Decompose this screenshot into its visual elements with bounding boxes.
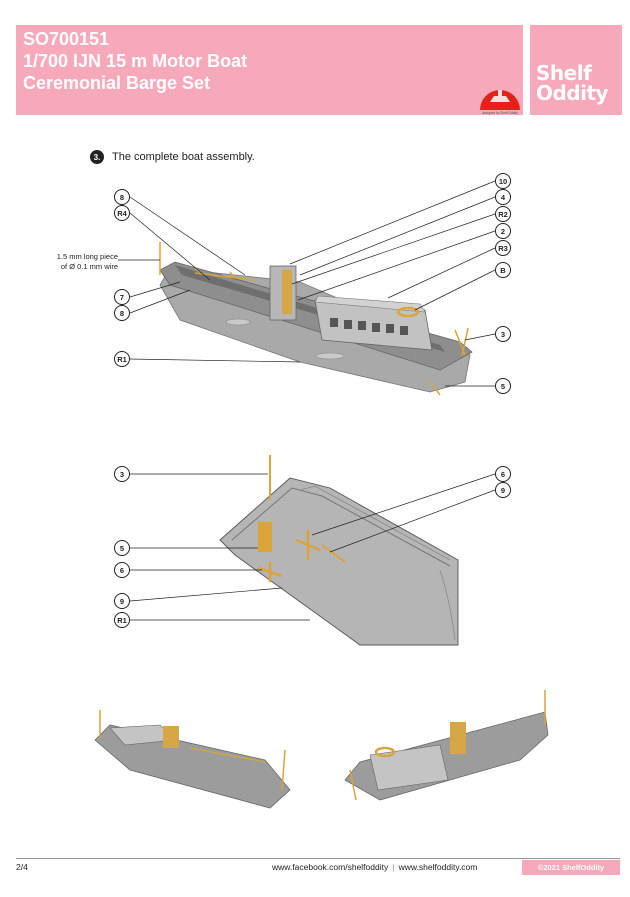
figure1-leader-lines — [118, 180, 496, 387]
callout-part-r3: R3 — [495, 240, 511, 256]
copyright-badge: ©2021 ShelfOddity — [522, 860, 620, 875]
website-link[interactable]: www.shelfoddity.com — [398, 862, 478, 872]
finished-boat-view-right — [344, 690, 549, 801]
callout-part-10: 10 — [495, 173, 511, 189]
title-line-1: 1/700 IJN 15 m Motor Boat — [23, 51, 248, 71]
callout-part-r2: R2 — [495, 206, 511, 222]
callout-part-2: 2 — [495, 223, 511, 239]
wire-note-line-2: of Ø 0.1 mm wire — [60, 262, 118, 271]
footer-links: www.facebook.com/shelfoddity|www.shelfod… — [272, 862, 477, 872]
page-number: 2/4 — [16, 862, 28, 872]
callout-part-6-closeup-left: 6 — [114, 562, 130, 578]
callout-part-9-closeup-left: 9 — [114, 593, 130, 609]
title-line-2: Ceremonial Barge Set — [23, 73, 211, 93]
callout-part-4: 4 — [495, 189, 511, 205]
callout-part-6-closeup-right: 6 — [495, 466, 511, 482]
brand-logo: Shelf Oddity — [530, 25, 622, 115]
callout-part-b: B — [495, 262, 511, 278]
designer-badge-icon: designed by Shelf Oddity — [480, 90, 520, 115]
step-number: 3. — [90, 150, 104, 164]
product-code: SO700151 — [23, 29, 110, 49]
callout-part-r4: R4 — [114, 205, 130, 221]
callout-part-5-closeup: 5 — [114, 540, 130, 556]
facebook-link[interactable]: www.facebook.com/shelfoddity — [272, 862, 389, 872]
badge-text: designed by Shelf Oddity — [482, 111, 518, 115]
wire-note: 1.5 mm long piece of Ø 0.1 mm wire — [44, 252, 118, 272]
callout-part-3: 3 — [495, 326, 511, 342]
callout-part-9-closeup-right: 9 — [495, 482, 511, 498]
step-heading: 3. The complete boat assembly. — [90, 150, 255, 164]
wire-note-line-1: 1.5 mm long piece — [56, 252, 118, 261]
footer-divider — [16, 858, 620, 859]
link-separator: | — [392, 862, 395, 872]
figure2-leader-lines — [129, 473, 496, 621]
boat-assembly-figure — [159, 242, 473, 396]
header-banner: SO700151 1/700 IJN 15 m Motor Boat Cerem… — [16, 25, 523, 115]
callout-part-7: 7 — [114, 289, 130, 305]
stern-closeup-figure — [219, 455, 459, 646]
finished-boat-view-left — [94, 710, 291, 809]
brand-line-1: Shelf — [536, 61, 592, 85]
step-text: The complete boat assembly. — [112, 151, 255, 163]
brand-line-2: Oddity — [536, 81, 609, 105]
callout-part-8-top: 8 — [114, 189, 130, 205]
callout-part-8-bottom: 8 — [114, 305, 130, 321]
callout-part-r1: R1 — [114, 351, 130, 367]
callout-part-3-closeup: 3 — [114, 466, 130, 482]
callout-part-5: 5 — [495, 378, 511, 394]
callout-part-r1-closeup: R1 — [114, 612, 130, 628]
